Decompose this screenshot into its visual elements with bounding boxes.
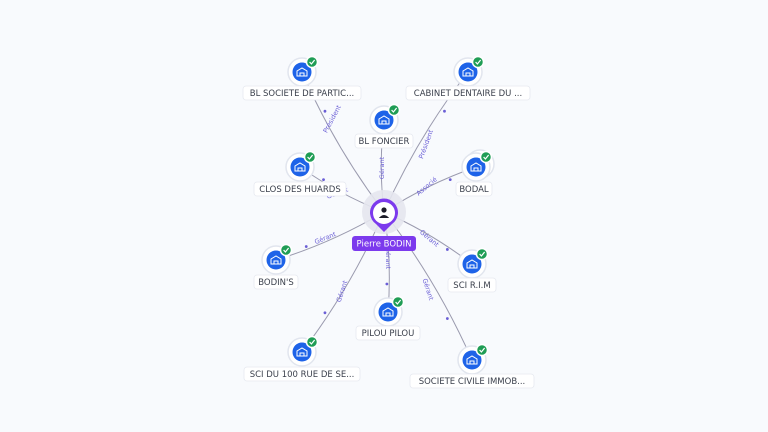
building-icon [466, 259, 478, 269]
company-label: BL FONCIER [359, 137, 410, 147]
pin-inner-circle [373, 202, 395, 224]
company-node-sci-rim[interactable]: SCI R.I.M [447, 247, 497, 293]
company-node-sci-100[interactable]: SCI DU 100 RUE DE SE... [243, 335, 361, 382]
company-label: SOCIETE CIVILE IMMOB... [419, 377, 526, 387]
company-label-bg [355, 325, 421, 341]
edge-arrow [323, 109, 327, 113]
company-label: CLOS DES HUARDS [259, 185, 340, 195]
building-icon [296, 347, 308, 357]
edge-relation-label: Gérant [378, 156, 386, 179]
nodes-layer: BL SOCIETE DE PARTIC... BL FONCIER CABINET… [242, 55, 535, 389]
building-icon [466, 355, 478, 365]
building-icon [294, 162, 306, 172]
company-circle [290, 157, 310, 177]
company-label-bg [253, 274, 299, 290]
company-circle [466, 157, 486, 177]
edge-arrow [385, 282, 389, 286]
verified-check-icon [305, 335, 319, 349]
edge-relation-label: Président [417, 128, 435, 160]
company-node-bodins[interactable]: BODIN'S [253, 243, 299, 290]
center-name-badge-bg [352, 236, 416, 251]
building-icon [382, 307, 394, 317]
company-label-bg [405, 85, 531, 101]
building-icon [378, 115, 390, 125]
building-icon [470, 162, 482, 172]
edge-arrow [445, 248, 449, 251]
center-name-label: Pierre BODIN [357, 240, 412, 250]
company-circle [378, 302, 398, 322]
person-icon [378, 207, 390, 218]
company-label-bg [455, 181, 493, 197]
verified-check-icon [303, 150, 317, 164]
company-label: SCI R.I.M [453, 281, 490, 291]
edge-relation-label: Gérant [418, 228, 441, 249]
company-label: PILOU PILOU [362, 329, 415, 339]
company-node-bl-foncier[interactable]: BL FONCIER [354, 103, 414, 149]
company-label-bg [242, 85, 362, 101]
company-label: BODAL [459, 185, 489, 195]
verified-check-icon [391, 295, 405, 309]
company-node-cabinet[interactable]: CABINET DENTAIRE DU ... [405, 55, 531, 101]
company-circle [292, 342, 312, 362]
company-circle [292, 62, 312, 82]
company-circle [458, 62, 478, 82]
edge-relation-label: Gérant [384, 247, 392, 270]
company-circle [462, 254, 482, 274]
company-node-clos-huards[interactable]: CLOS DES HUARDS [253, 150, 347, 197]
edge-arrow [445, 317, 449, 320]
company-label: BODIN'S [258, 278, 294, 288]
company-circle [266, 250, 286, 270]
building-icon [296, 67, 308, 77]
center-person-node[interactable]: Pierre BODIN [352, 190, 416, 251]
edge-arrow [323, 311, 327, 315]
edge-relation-label: Gérant [335, 279, 350, 303]
verified-check-icon [479, 150, 493, 164]
company-label-bg [447, 277, 497, 293]
company-label-bg [354, 133, 414, 149]
company-label: SCI DU 100 RUE DE SE... [250, 370, 355, 380]
company-circle [462, 350, 482, 370]
building-icon [462, 67, 474, 77]
verified-check-icon [475, 343, 489, 357]
company-label-bg [409, 373, 535, 389]
edge-arrow [322, 178, 325, 182]
verified-check-icon [279, 243, 293, 257]
edge-arrow [443, 109, 446, 113]
company-label: BL SOCIETE DE PARTIC... [250, 89, 354, 99]
company-node-pilou[interactable]: PILOU PILOU [355, 295, 421, 341]
company-label-bg [253, 181, 347, 197]
verified-check-icon [305, 55, 319, 69]
verified-check-icon [471, 55, 485, 69]
building-icon [270, 255, 282, 265]
company-circle [374, 110, 394, 130]
company-node-bl-societe[interactable]: BL SOCIETE DE PARTIC... [242, 55, 362, 101]
edge-relation-label: Gérant [421, 278, 436, 302]
verified-check-icon [475, 247, 489, 261]
edge-relation-label: Gérant [313, 230, 337, 246]
company-label: CABINET DENTAIRE DU ... [414, 89, 522, 99]
edge-relation-label: Associé [415, 176, 439, 198]
verified-check-icon [387, 103, 401, 117]
company-label-bg [243, 366, 361, 382]
edge-arrow [448, 178, 452, 182]
company-node-bodal[interactable]: BODAL [455, 149, 495, 197]
company-node-societe-civile[interactable]: SOCIETE CIVILE IMMOB... [409, 343, 535, 389]
edge-arrow [304, 245, 308, 248]
